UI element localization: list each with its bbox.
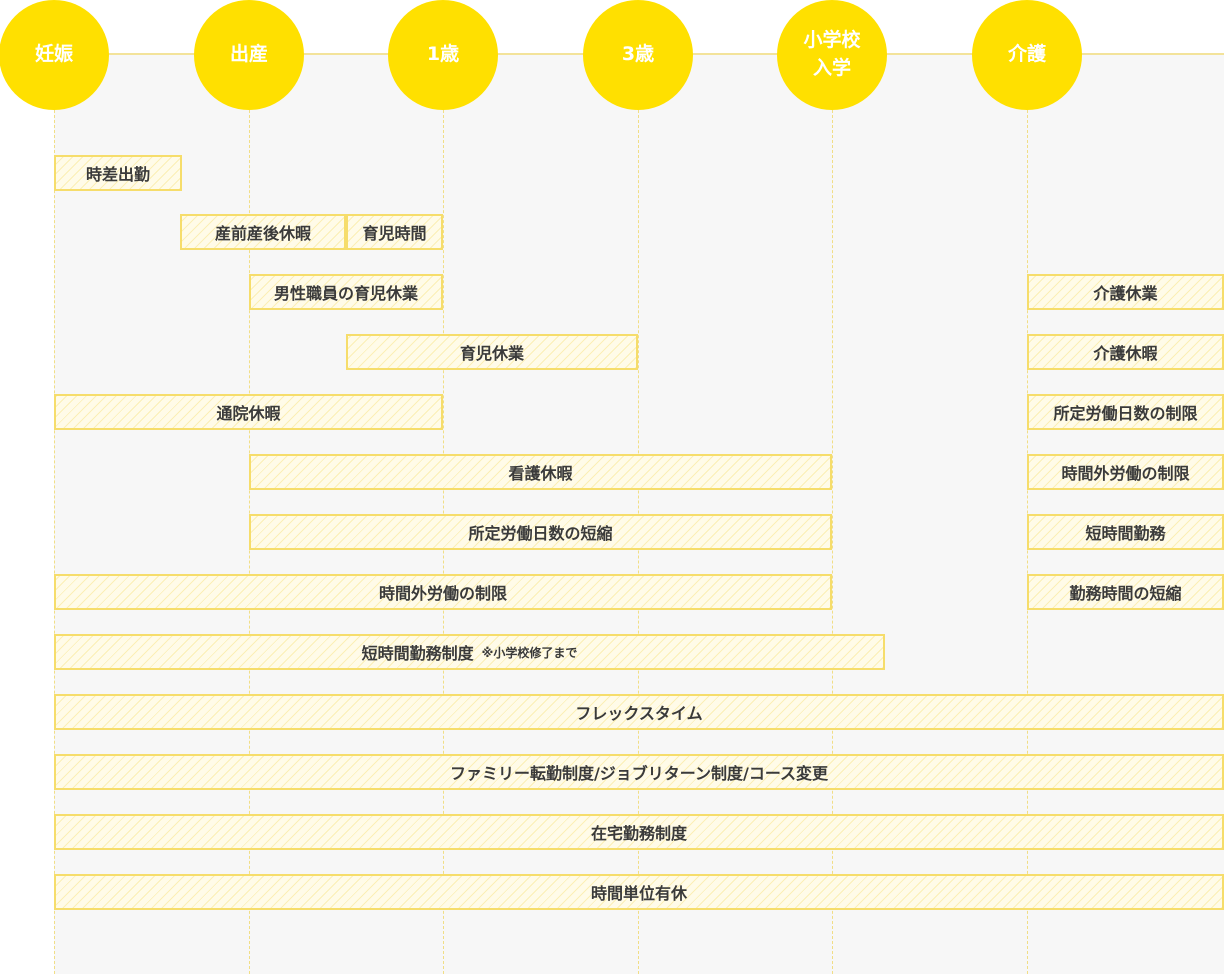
support-program-label: 時間外労働の制限 <box>1061 464 1190 483</box>
support-program-bar: 時間単位有休 <box>54 874 1224 910</box>
stage-circle: 妊娠 <box>0 0 109 110</box>
stage-circle: 3歳 <box>583 0 693 110</box>
support-program-bar: 通院休暇 <box>54 394 443 430</box>
support-program-bar: 産前産後休暇 <box>180 214 346 250</box>
support-program-bar: 看護休暇 <box>249 454 832 490</box>
support-program-label: 看護休暇 <box>508 464 573 483</box>
support-program-bar: 所定労働日数の短縮 <box>249 514 832 550</box>
support-program-label: 男性職員の育児休業 <box>273 284 418 303</box>
stage-circle: 小学校 入学 <box>777 0 887 110</box>
support-program-bar: 所定労働日数の制限 <box>1027 394 1224 430</box>
support-program-label: 育児休業 <box>459 344 524 363</box>
support-program-label: 時間単位有休 <box>590 884 687 903</box>
support-program-bar: 時差出勤 <box>54 155 182 191</box>
support-program-label: 介護休暇 <box>1093 344 1158 363</box>
support-program-bar: 男性職員の育児休業 <box>249 274 443 310</box>
support-program-bar: フレックスタイム <box>54 694 1224 730</box>
support-program-label: 所定労働日数の制限 <box>1053 404 1198 423</box>
support-program-bar: 育児休業 <box>346 334 638 370</box>
support-program-note: ※小学校修了まで <box>481 645 578 660</box>
support-program-label: 通院休暇 <box>216 404 281 423</box>
support-program-bar: 育児時間 <box>346 214 443 250</box>
support-program-label: ファミリー転勤制度/ジョブリターン制度/コース変更 <box>449 764 829 783</box>
support-program-label: 時差出勤 <box>85 165 150 184</box>
support-program-label: 勤務時間の短縮 <box>1069 584 1182 603</box>
support-program-bar: 時間外労働の制限 <box>54 574 832 610</box>
support-program-label: 介護休業 <box>1093 284 1158 303</box>
support-program-bar: 勤務時間の短縮 <box>1027 574 1224 610</box>
support-program-label: 時間外労働の制限 <box>378 584 507 603</box>
stage-circle: 1歳 <box>388 0 498 110</box>
support-program-label: 短時間勤務 <box>1085 524 1166 543</box>
stage-guide-line <box>54 110 55 974</box>
support-program-bar: 介護休暇 <box>1027 334 1224 370</box>
support-program-bar: 短時間勤務制度 ※小学校修了まで <box>54 634 885 670</box>
support-program-bar: ファミリー転勤制度/ジョブリターン制度/コース変更 <box>54 754 1224 790</box>
support-program-label: 産前産後休暇 <box>214 224 311 243</box>
stage-circle: 介護 <box>972 0 1082 110</box>
support-program-label: 育児時間 <box>362 224 427 243</box>
stage-circle: 出産 <box>194 0 304 110</box>
support-program-label: フレックスタイム <box>575 704 703 723</box>
support-program-bar: 時間外労働の制限 <box>1027 454 1224 490</box>
support-program-label: 所定労働日数の短縮 <box>468 524 613 543</box>
support-program-label: 在宅勤務制度 <box>590 824 687 843</box>
support-program-bar: 在宅勤務制度 <box>54 814 1224 850</box>
stage-guide-line <box>832 110 833 974</box>
support-program-bar: 介護休業 <box>1027 274 1224 310</box>
support-program-bar: 短時間勤務 <box>1027 514 1224 550</box>
support-program-label: 短時間勤務制度 <box>361 644 474 663</box>
